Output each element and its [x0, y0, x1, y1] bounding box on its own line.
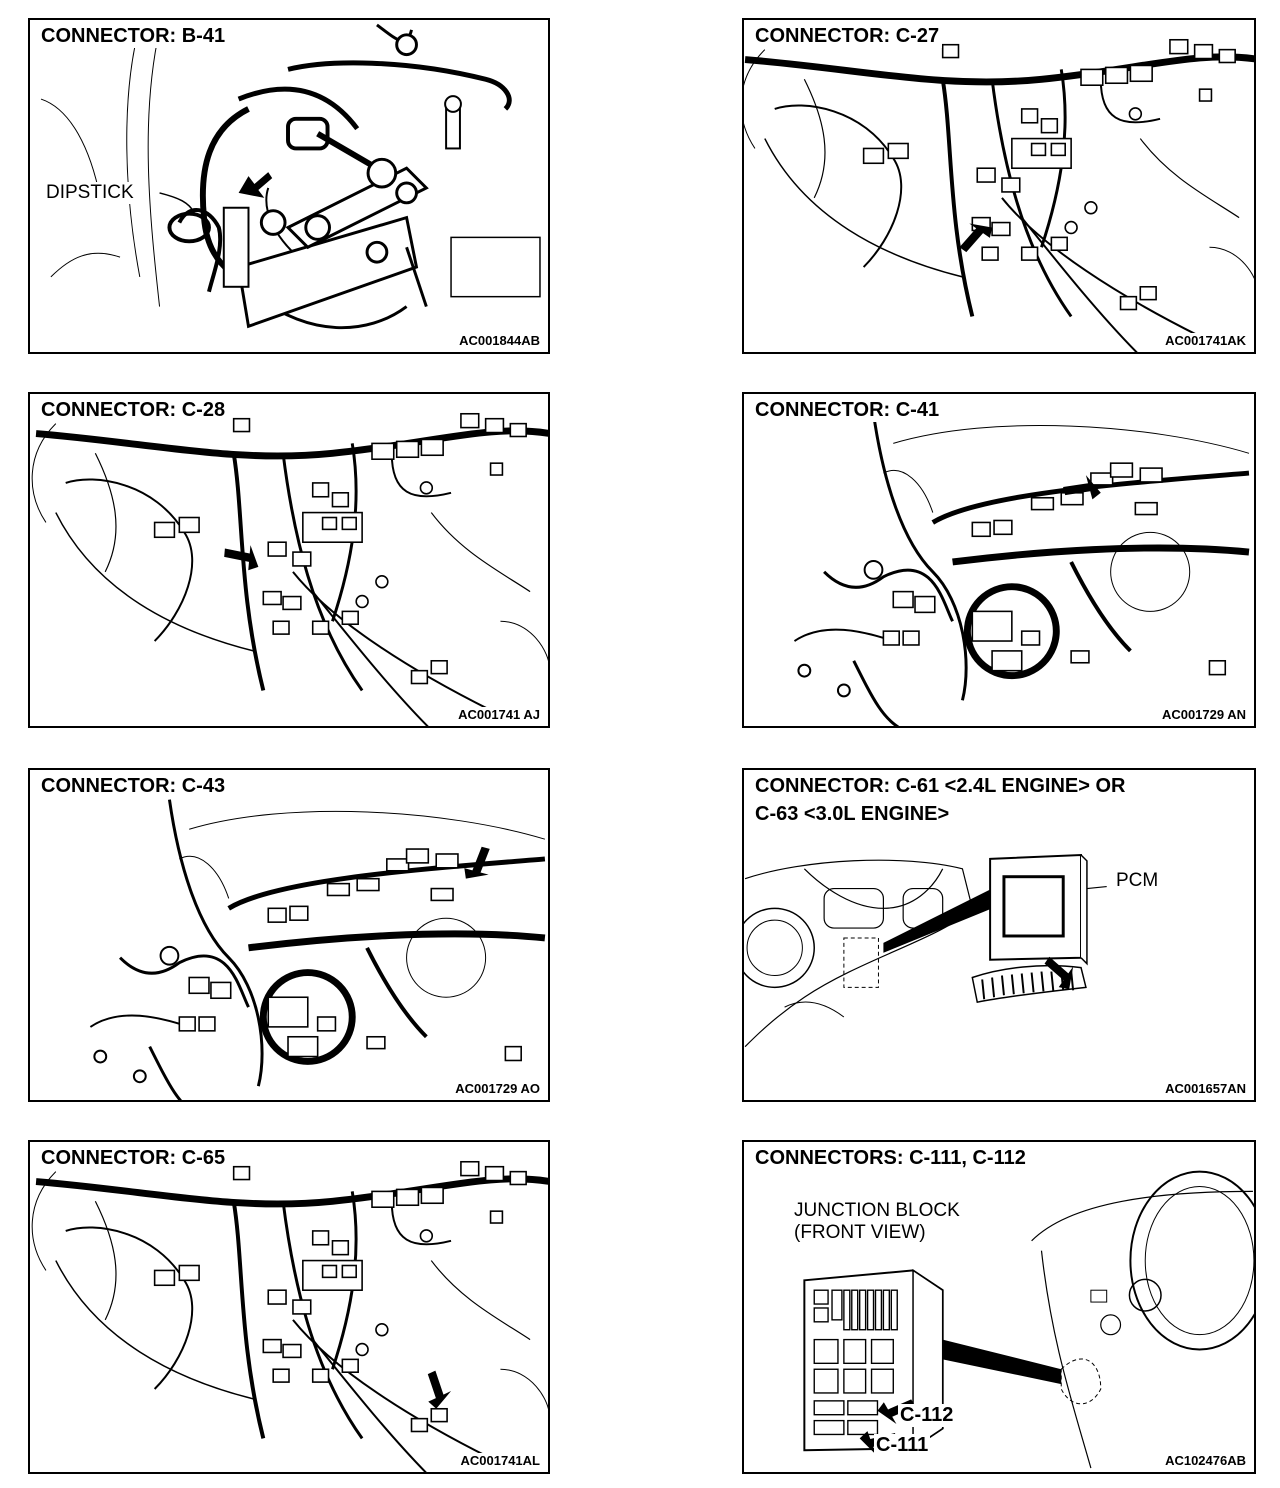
panel-c28: CONNECTOR: C-28 AC001741 AJ — [28, 392, 550, 728]
panel-c27: CONNECTOR: C-27 AC001741AK — [742, 18, 1256, 354]
figure-code: AC001741AL — [458, 1453, 542, 1468]
panel-c61-c63: CONNECTOR: C-61 <2.4L ENGINE> OR C-63 <3… — [742, 768, 1256, 1102]
front-view-label: (FRONT VIEW) — [792, 1222, 928, 1244]
panel-title: CONNECTOR: C-43 — [38, 774, 229, 798]
panel-c111-c112: CONNECTORS: C-111, C-112 JUNCTION BLOCK … — [742, 1140, 1256, 1474]
figure-code: AC001657AN — [1163, 1081, 1248, 1096]
panel-c43: CONNECTOR: C-43 AC001729 AO — [28, 768, 550, 1102]
figure-code: AC001741 AJ — [456, 707, 542, 722]
panel-b41: CONNECTOR: B-41 DIPSTICK AC001844AB — [28, 18, 550, 354]
figure-code: AC001844AB — [457, 333, 542, 348]
junction-block-illustration — [803, 1170, 1254, 1469]
c65-harness-illustration — [30, 1142, 548, 1472]
pcm-label: PCM — [1114, 870, 1161, 892]
figure-code: AC001741AK — [1163, 333, 1248, 348]
panel-title: CONNECTORS: C-111, C-112 — [752, 1146, 1029, 1170]
pcm-location-illustration — [744, 853, 1107, 1048]
panel-title: CONNECTOR: C-27 — [752, 24, 943, 48]
panel-title: CONNECTOR: C-28 — [38, 398, 229, 422]
figure-code: AC001729 AO — [453, 1081, 542, 1096]
panel-title-line2: C-63 <3.0L ENGINE> — [752, 802, 953, 826]
panel-c41: CONNECTOR: C-41 AC001729 AN — [742, 392, 1256, 728]
figure-code: AC001729 AN — [1159, 707, 1248, 722]
c41-dash-harness-illustration — [744, 394, 1254, 726]
c28-harness-illustration — [30, 394, 548, 726]
dipstick-label: DIPSTICK — [44, 182, 136, 204]
panel-title: CONNECTOR: C-61 <2.4L ENGINE> OR — [752, 774, 1129, 798]
panel-title: CONNECTOR: C-41 — [752, 398, 943, 422]
c111-label: C-111 — [874, 1434, 931, 1457]
panel-c65: CONNECTOR: C-65 AC001741AL — [28, 1140, 550, 1474]
panel-title: CONNECTOR: B-41 — [38, 24, 229, 48]
c43-dash-harness-illustration — [30, 770, 548, 1100]
panel-title: CONNECTOR: C-65 — [38, 1146, 229, 1170]
junction-block-label: JUNCTION BLOCK — [792, 1200, 962, 1222]
c112-label: C-112 — [898, 1404, 956, 1427]
c27-harness-illustration — [744, 20, 1254, 352]
b41-engine-illustration — [40, 23, 541, 330]
figure-code: AC102476AB — [1163, 1453, 1248, 1468]
